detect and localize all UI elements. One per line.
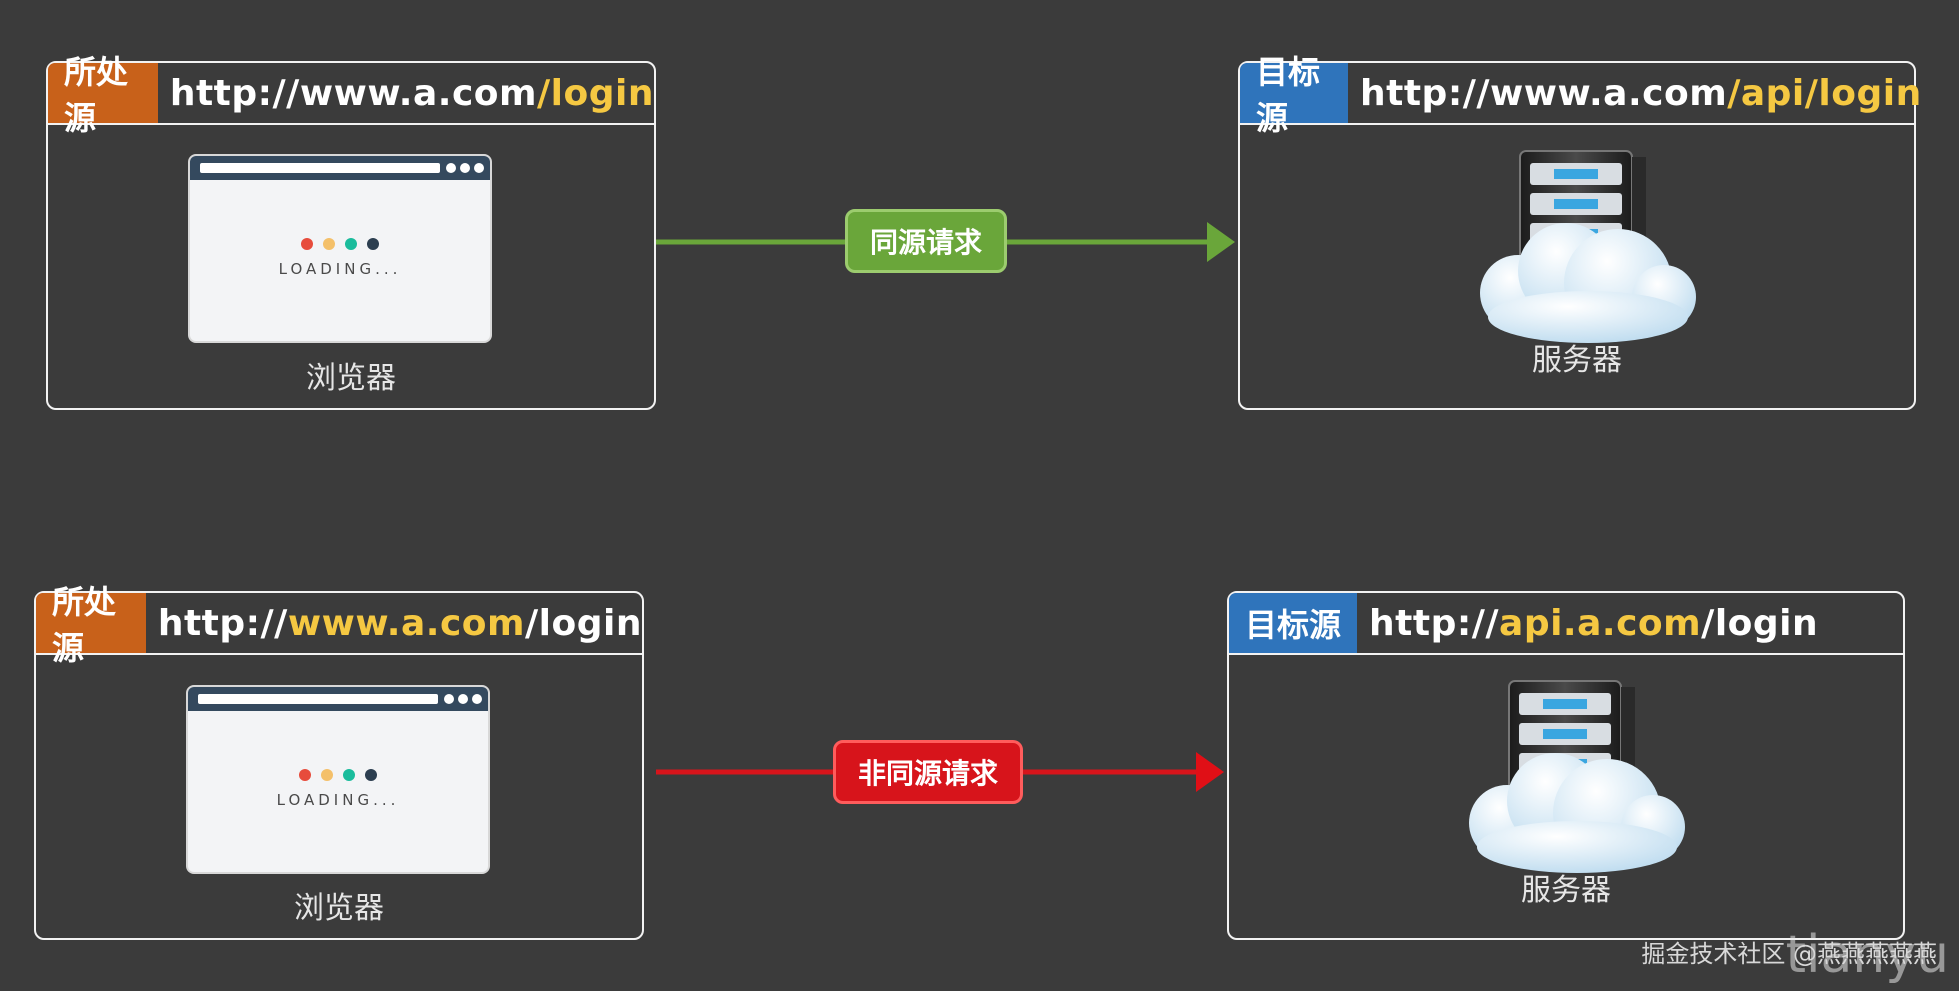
source-panel-2: 所处源 http://www.a.com/login LOADING... 浏览… [34, 583, 644, 940]
source-url-2-scheme: http:// [157, 602, 288, 644]
loading-dots [188, 769, 488, 781]
same-origin-request-label: 同源请求 [845, 209, 1007, 273]
browser-window-icon: LOADING... [190, 156, 490, 341]
watermark: 掘金技术社区 @燕燕燕燕燕 [1641, 940, 1937, 968]
browser-caption: 浏览器 [294, 891, 384, 926]
loading-dots [190, 238, 490, 250]
target-panel-1: 目标源 http://www.a.com/api/login 服务器 [1238, 53, 1921, 410]
loading-text: LOADING... [276, 791, 400, 809]
source-url-2: http://www.a.com/login [146, 593, 642, 653]
source-url-2-host: www.a.com [287, 602, 526, 644]
server-cloud-icon [1480, 150, 1696, 343]
target-url-1-path: /api/login [1727, 72, 1922, 114]
source-url-1: http://www.a.com/login [158, 63, 654, 123]
loading-text: LOADING... [278, 260, 402, 278]
source-url-1-path: /login [537, 72, 654, 114]
cross-origin-request-label: 非同源请求 [833, 740, 1023, 804]
browser-window-icon: LOADING... [188, 687, 488, 872]
target-header-1: 目标源 http://www.a.com/api/login [1240, 53, 1921, 137]
target-url-1-host: http://www.a.com [1360, 72, 1728, 114]
source-tag-2: 所处源 [36, 583, 146, 667]
target-tag-1: 目标源 [1240, 53, 1348, 137]
watermark-overlay: tianyu [1785, 925, 1949, 985]
target-tag-2: 目标源 [1229, 593, 1358, 653]
target-url-2-host: api.a.com [1499, 602, 1702, 644]
source-url-1-host: http://www.a.com [169, 72, 538, 114]
source-header-2: 所处源 http://www.a.com/login [36, 583, 642, 667]
target-url-1: http://www.a.com/api/login [1348, 63, 1922, 123]
target-header-2: 目标源 http://api.a.com/login [1229, 593, 1903, 655]
source-tag-1: 所处源 [48, 53, 158, 137]
target-url-2: http://api.a.com/login [1357, 593, 1818, 653]
target-url-2-path: /login [1701, 602, 1819, 644]
server-cloud-icon [1469, 680, 1685, 873]
target-url-2-scheme: http:// [1369, 602, 1500, 644]
source-url-2-path: /login [525, 602, 642, 644]
target-panel-2: 目标源 http://api.a.com/login 服务器 [1227, 591, 1905, 940]
source-panel-1: 所处源 http://www.a.com/login LOADING... 浏览… [46, 53, 656, 410]
server-caption: 服务器 [1521, 873, 1611, 908]
server-caption: 服务器 [1532, 343, 1622, 378]
source-header-1: 所处源 http://www.a.com/login [48, 53, 654, 137]
browser-caption: 浏览器 [306, 361, 396, 396]
